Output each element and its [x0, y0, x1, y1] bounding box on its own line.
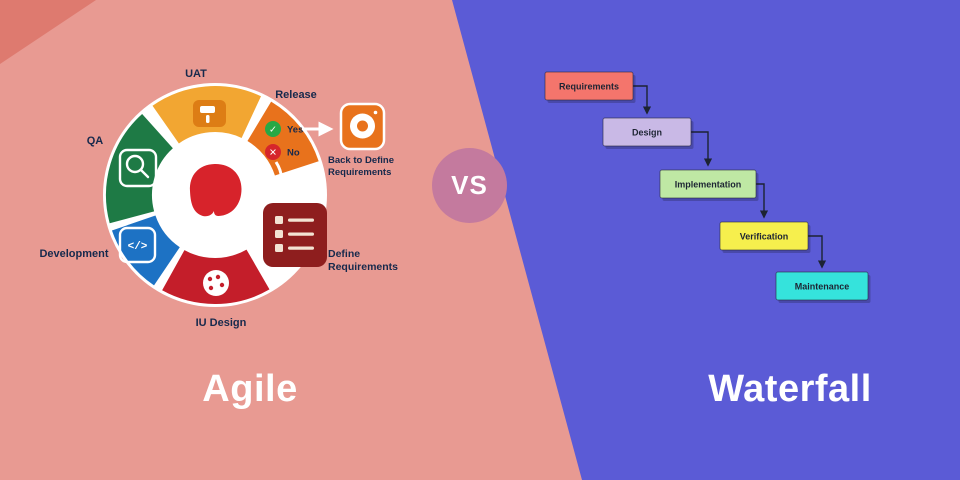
cross-glyph: ✕	[269, 148, 277, 159]
waterfall-step-implementation: Implementation	[659, 169, 759, 201]
define-requirements-label-line1: Define	[328, 248, 360, 260]
connector-implementation-verification	[756, 183, 769, 219]
no-indicator: ✕ No	[265, 144, 300, 160]
agile-cycle-diagram: </> ✓ Yes ✕ No U	[39, 68, 398, 329]
code-glyph: </>	[128, 241, 148, 253]
connector-design-implementation	[691, 131, 713, 167]
back-to-define-arrow	[274, 161, 290, 196]
waterfall-title: Waterfall	[708, 368, 872, 410]
back-to-define-label-line1: Back to Define	[328, 155, 394, 166]
development-code-icon: </>	[118, 226, 157, 264]
no-label: No	[287, 148, 300, 159]
qa-label: QA	[87, 135, 104, 147]
uat-label: UAT	[185, 68, 207, 80]
yes-label: Yes	[287, 125, 303, 136]
vs-label: VS	[451, 170, 488, 200]
palette-icon	[203, 270, 229, 296]
define-requirements-label-line2: Requirements	[328, 261, 398, 273]
qa-search-icon	[118, 148, 158, 188]
step-label: Verification	[740, 232, 789, 242]
yes-check-icon	[265, 121, 281, 137]
yes-indicator: ✓ Yes	[265, 121, 303, 137]
waterfall-step-design: Design	[602, 117, 694, 149]
check-glyph: ✓	[269, 125, 277, 136]
waterfall-diagram: Requirements Design Implementation Verif…	[544, 71, 871, 303]
agile-segment-release	[246, 101, 319, 177]
agile-center-blob	[189, 163, 242, 217]
step-label: Design	[632, 128, 662, 138]
connector-requirements-design	[633, 85, 652, 115]
development-label: Development	[39, 248, 108, 260]
iu-design-label: IU Design	[196, 317, 247, 329]
connector-verification-maintenance	[808, 235, 827, 269]
agile-title: Agile	[202, 368, 298, 410]
waterfall-step-verification: Verification	[719, 221, 811, 253]
step-label: Maintenance	[795, 282, 850, 292]
checklist-icon	[275, 216, 314, 252]
step-label: Implementation	[675, 180, 742, 190]
step-label: Requirements	[559, 82, 619, 92]
uat-roller-icon	[193, 100, 226, 127]
back-to-define-label-line2: Requirements	[328, 167, 391, 178]
release-label: Release	[275, 89, 317, 101]
release-camera-icon	[339, 102, 386, 151]
waterfall-step-requirements: Requirements	[544, 71, 636, 103]
vs-badge: VS	[432, 148, 507, 223]
waterfall-step-maintenance: Maintenance	[775, 271, 871, 303]
no-cross-icon	[265, 144, 281, 160]
